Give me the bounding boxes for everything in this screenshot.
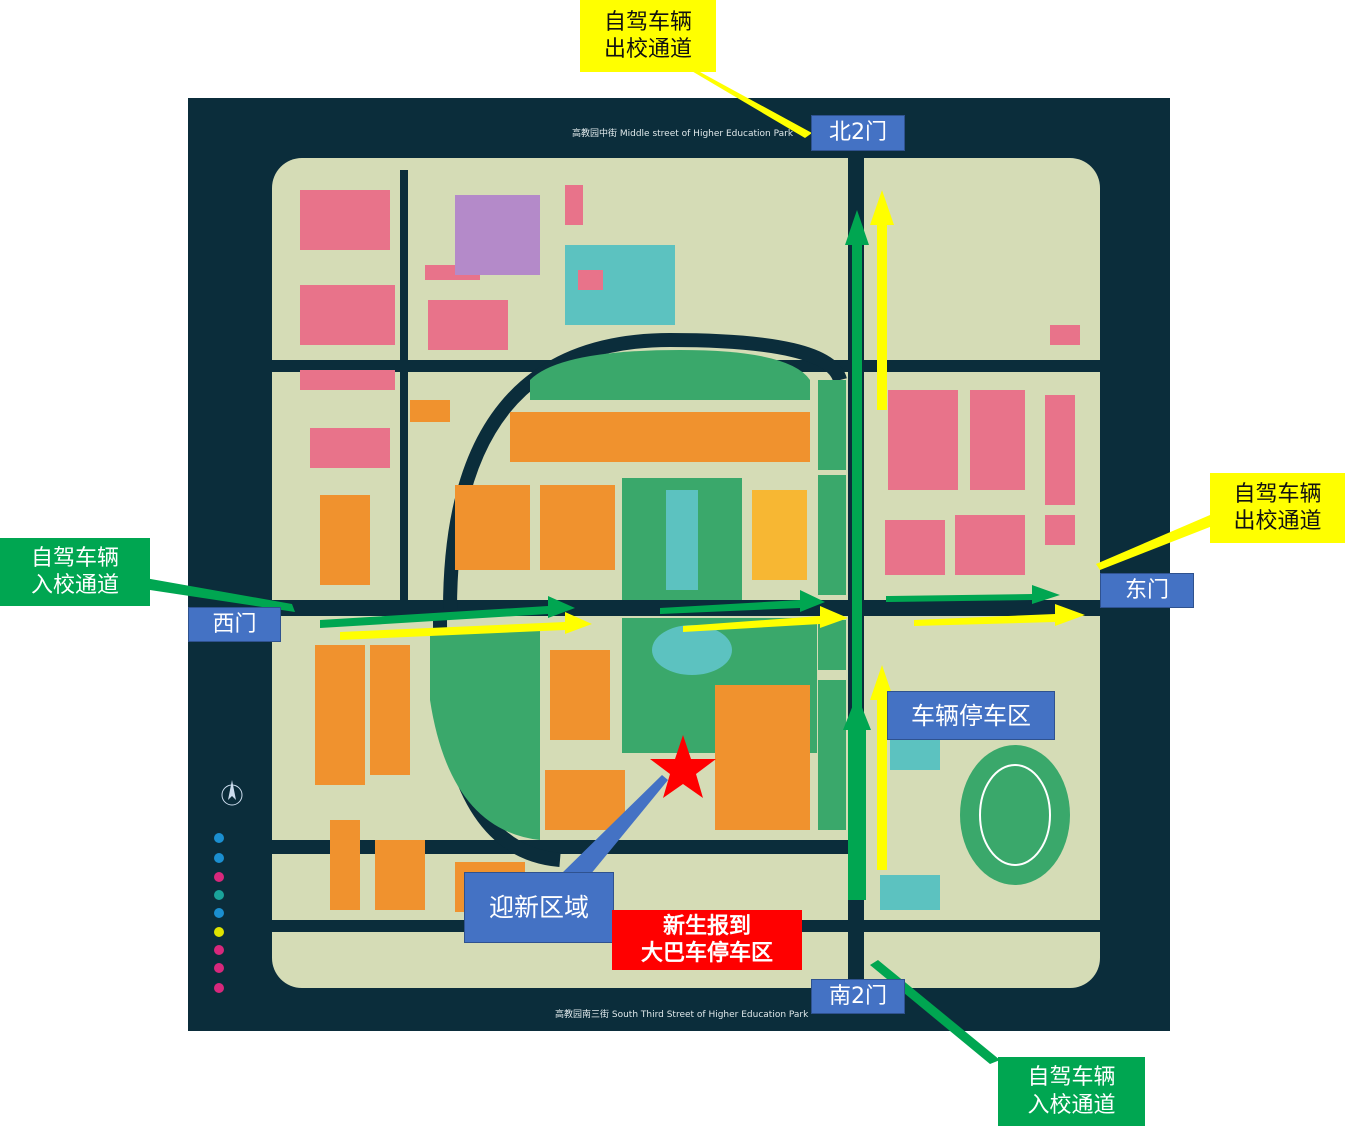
callout-line: 大巴车停车区 — [640, 941, 773, 966]
callout-line: 入校通道 — [30, 573, 119, 598]
academic-buildings — [315, 400, 810, 912]
entry-arrows — [320, 210, 1060, 900]
callout-line: 入校通道 — [1027, 1092, 1116, 1118]
callout-line: 出校通道 — [603, 37, 692, 62]
west-entry-callout: 自驾车辆 入校通道 — [0, 538, 150, 606]
east-exit-callout: 自驾车辆 出校通道 — [1210, 473, 1345, 543]
welcome-area-label[interactable]: 迎新区域 — [464, 872, 614, 943]
south-street-label: 高教园南三街 South Third Street of Higher Educ… — [555, 1010, 809, 1020]
gate-west[interactable]: 西门 — [188, 607, 281, 642]
exit-arrows — [340, 190, 1085, 870]
dormitory-buildings — [300, 185, 1080, 575]
compass-icon — [221, 780, 243, 806]
callout-line: 自驾车辆 — [30, 545, 119, 571]
callout-line: 自驾车辆 — [603, 9, 692, 35]
callout-line: 新生报到 — [662, 913, 751, 939]
north-exit-callout: 自驾车辆 出校通道 — [580, 0, 716, 72]
sports-field — [960, 745, 1070, 885]
callout-line: 自驾车辆 — [1233, 481, 1322, 507]
welcome-point-star-icon — [650, 735, 716, 798]
legend-icons — [214, 833, 224, 993]
parking-area-label[interactable]: 车辆停车区 — [887, 691, 1055, 740]
callout-line: 出校通道 — [1233, 509, 1322, 534]
gate-east[interactable]: 东门 — [1100, 573, 1194, 608]
callout-line: 自驾车辆 — [1027, 1065, 1116, 1090]
gate-north-2[interactable]: 北2门 — [811, 115, 905, 151]
north-street-label: 高教园中街 Middle street of Higher Education … — [572, 129, 794, 139]
gate-south-2[interactable]: 南2门 — [811, 979, 905, 1014]
south-entry-callout: 自驾车辆 入校通道 — [998, 1057, 1145, 1126]
bus-parking-label[interactable]: 新生报到 大巴车停车区 — [612, 910, 802, 970]
